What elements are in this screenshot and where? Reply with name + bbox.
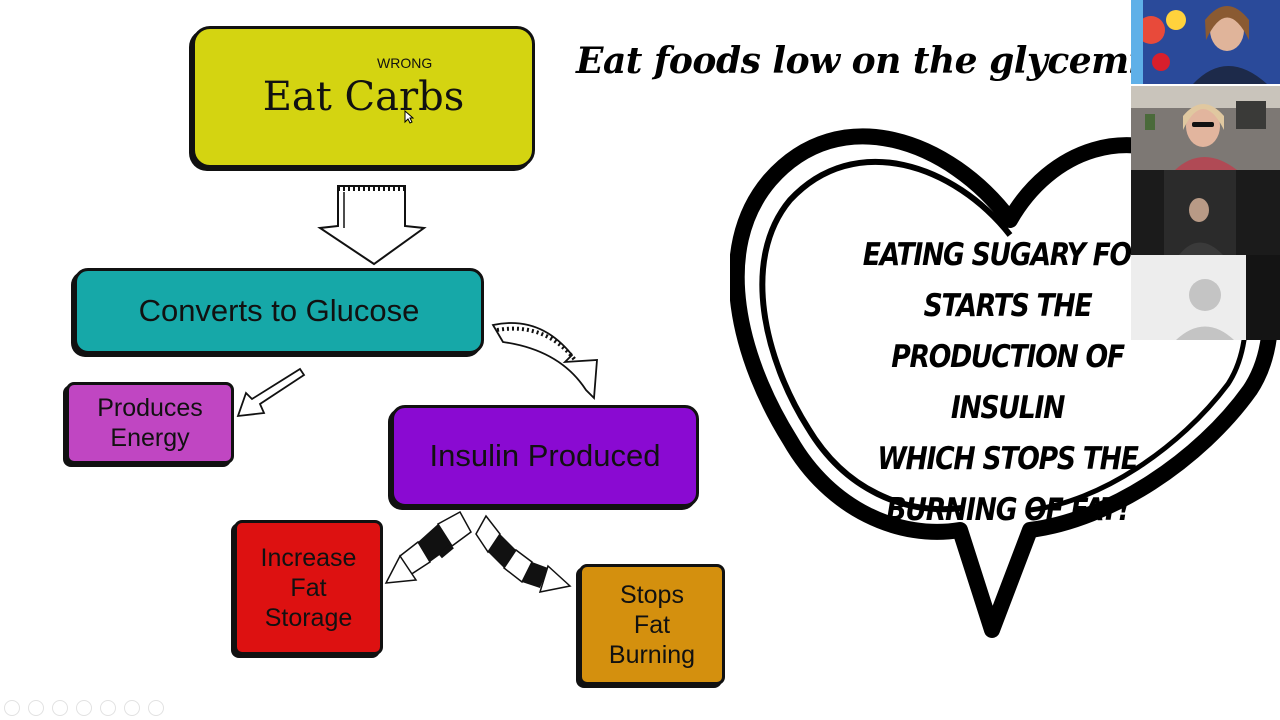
stops-fat-burning-box: Stops Fat Burning [579,564,725,685]
increase-fat-storage-box: Increase Fat Storage [234,520,383,655]
person-avatar-icon [1131,255,1280,340]
wrong-annotation: WRONG [377,55,433,71]
participant-video-4[interactable] [1131,255,1280,340]
produces-energy-label: Produces Energy [97,393,203,453]
participant-video-2[interactable] [1131,86,1280,170]
insulin-produced-box: Insulin Produced [391,405,699,507]
participant-video-1[interactable] [1131,0,1280,84]
zoom-icon[interactable] [100,700,116,716]
produces-energy-box: Produces Energy [66,382,234,464]
participant-3-image [1131,170,1280,255]
bubble-line-5: BURNING OF FAT! [886,492,1130,528]
bubble-line-2: STARTS THE [923,288,1093,324]
bubble-line-3: PRODUCTION OF INSULIN [891,339,1125,426]
fat-storage-label: Increase Fat Storage [261,543,357,633]
converts-glucose-label: Converts to Glucose [138,293,420,329]
curved-arrow-icon [491,322,598,401]
bubble-line-1: EATING SUGARY FOO [862,237,1154,273]
fat-storage-line-3: Storage [264,603,353,632]
converts-glucose-box: Converts to Glucose [74,268,484,354]
pen-icon[interactable] [52,700,68,716]
participant-2-image [1131,86,1280,170]
bubble-text: EATING SUGARY FOO STARTS THE PRODUCTION … [855,230,1160,536]
energy-arrow-icon [236,367,306,418]
headline: Eat foods low on the glycemic [576,40,1164,82]
down-arrow-icon [317,185,427,266]
stops-fat-label: Stops Fat Burning [609,580,695,670]
insulin-produced-label: Insulin Produced [429,438,661,474]
prev-icon[interactable] [4,700,20,716]
fat-storage-line-2: Fat [290,573,327,602]
zigzag-arrow-right-icon [475,514,572,593]
energy-line-2: Energy [110,424,190,452]
stops-fat-line-1: Stops [620,580,684,609]
grid-icon[interactable] [124,700,140,716]
zigzag-arrow-left-icon [384,510,472,584]
more-icon[interactable] [148,700,164,716]
participant-1-image [1131,0,1280,84]
bubble-line-4: WHICH STOPS THE [877,441,1139,477]
fat-storage-line-1: Increase [260,543,357,572]
mouse-cursor-icon [404,110,414,124]
stops-fat-line-2: Fat [633,610,671,639]
slide-toolbar [4,700,164,716]
copy-icon[interactable] [76,700,92,716]
eat-carbs-label: Eat Carbs [262,74,465,120]
eat-carbs-box: Eat Carbs [192,26,535,168]
energy-line-1: Produces [97,394,203,422]
stops-fat-line-3: Burning [608,640,696,669]
participant-video-3[interactable] [1131,170,1280,255]
next-icon[interactable] [28,700,44,716]
